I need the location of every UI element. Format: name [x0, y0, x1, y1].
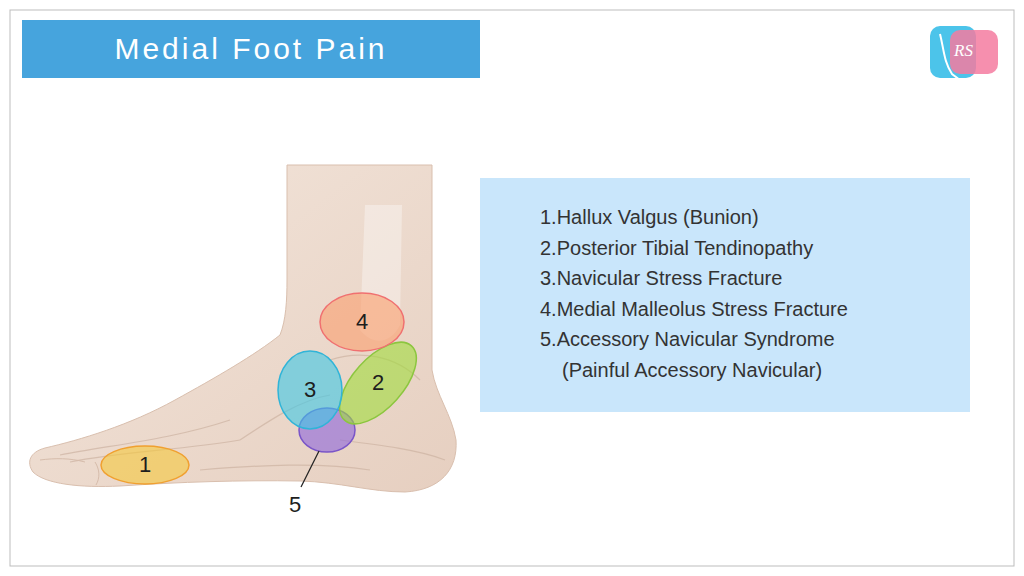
frame [10, 10, 1014, 566]
list-item: 5.Accessory Navicular Syndrome (Painful … [540, 324, 907, 385]
foot-outline [30, 165, 456, 492]
list-item: 2.Posterior Tibial Tendinopathy [540, 233, 907, 264]
logo-icon [930, 26, 998, 80]
title-banner: Medial Foot Pain [22, 20, 480, 78]
list-panel: 1.Hallux Valgus (Bunion)2.Posterior Tibi… [480, 178, 970, 412]
region-ellipse: 1 [100, 445, 190, 485]
region-ellipse: 3 [277, 350, 343, 430]
leader-line [301, 451, 319, 487]
region-ellipse: 2 [333, 338, 423, 428]
callout-number: 3 [304, 379, 316, 401]
list-item: 4.Medial Malleolus Stress Fracture [540, 294, 907, 325]
list-item: 1.Hallux Valgus (Bunion) [540, 202, 907, 233]
list-item: 3.Navicular Stress Fracture [540, 263, 907, 294]
callout-number: 2 [372, 372, 384, 394]
region-ellipse: 4 [319, 292, 405, 352]
toe-lines [40, 459, 99, 485]
ellipse-shape [278, 351, 342, 429]
title-text: Medial Foot Pain [114, 32, 387, 66]
logo-text: RS [954, 42, 973, 59]
ellipse-shape [320, 293, 404, 351]
callout-number: 4 [356, 311, 368, 333]
callout-number: 5 [289, 494, 301, 516]
ellipse-shape [101, 446, 189, 484]
callout-number: 1 [139, 454, 151, 476]
